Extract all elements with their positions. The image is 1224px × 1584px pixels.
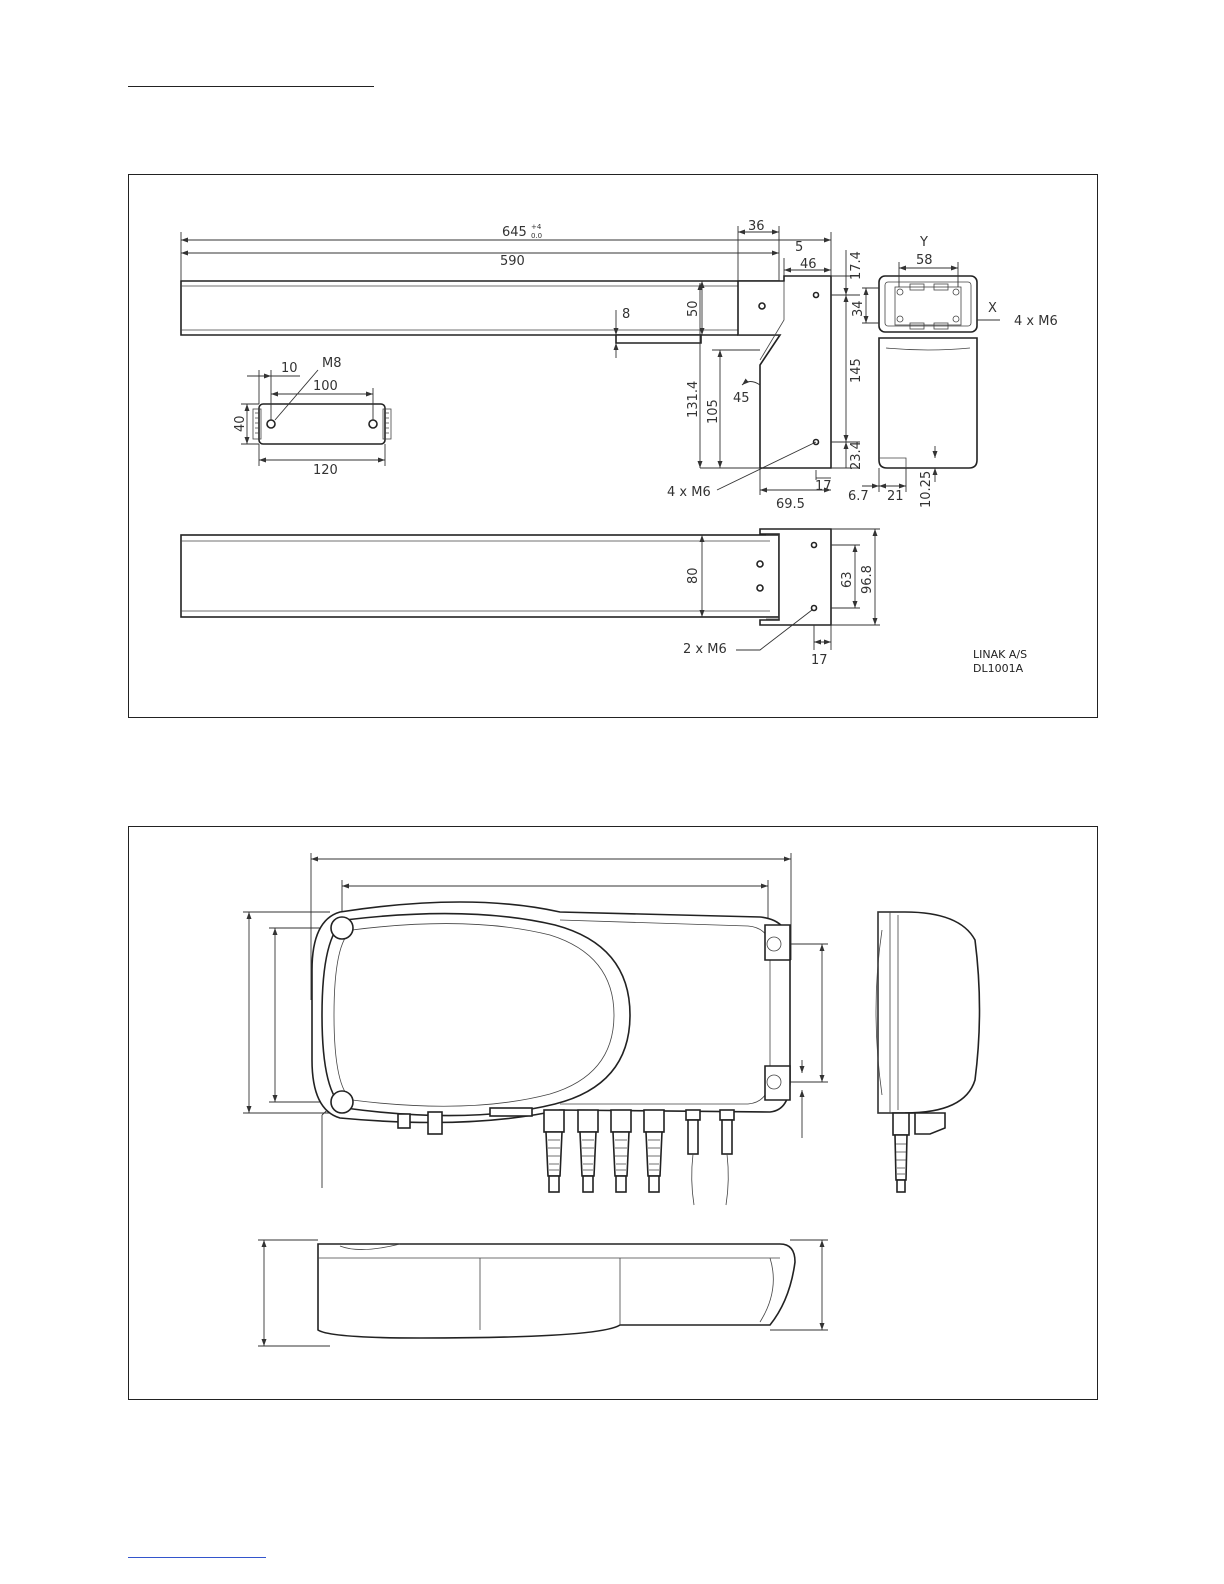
control-box-bottom-view (318, 1244, 795, 1338)
control-box-front-view (312, 902, 790, 1134)
control-box-side-view (876, 912, 980, 1192)
connector-plugs (544, 1110, 734, 1205)
